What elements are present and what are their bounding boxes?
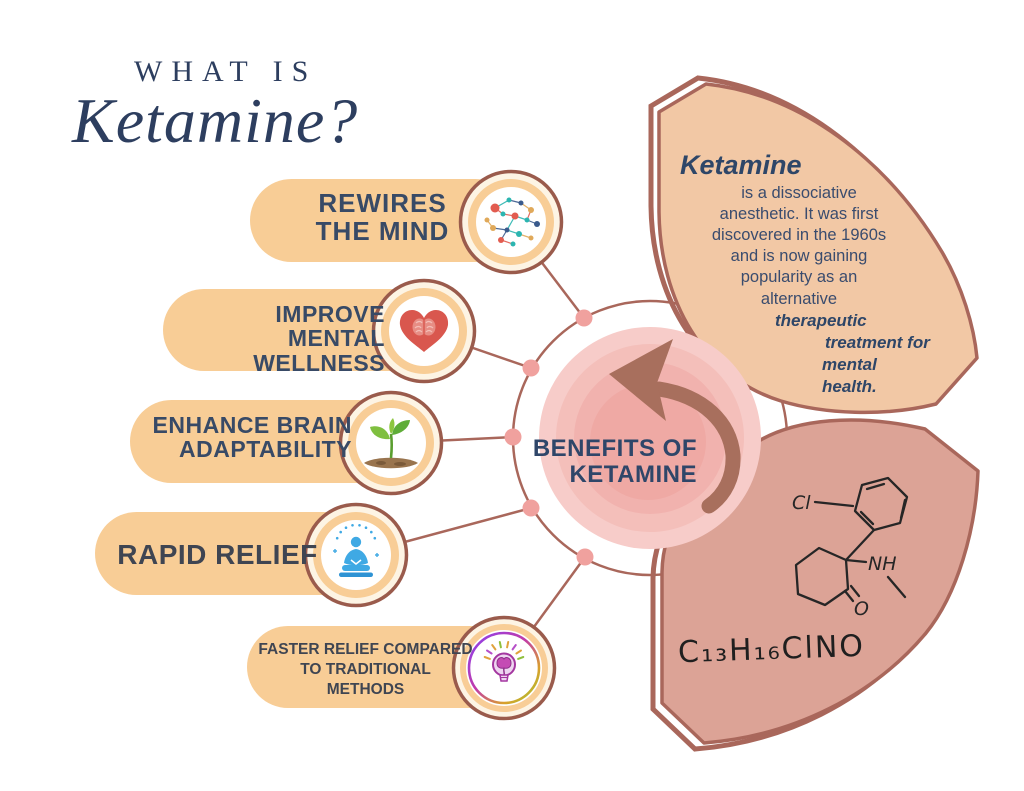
benefit-pill	[95, 512, 365, 595]
about-lead-word: Ketamine	[680, 150, 802, 180]
center-circle	[539, 327, 761, 549]
lightbulb-brain-icon	[451, 615, 557, 721]
benefit-pills	[95, 179, 517, 708]
about-emphasis-line: treatment for	[825, 332, 930, 352]
benefit-pill	[250, 179, 517, 262]
page-title: Ketamine?	[72, 85, 359, 156]
heart-brain-icon	[371, 278, 477, 384]
about-panel-shape	[648, 75, 979, 415]
about-emphasis-line: mental health.	[822, 354, 877, 396]
benefit-label-rapid-relief: RAPID RELIEF	[117, 539, 318, 570]
center-hub-label: BENEFITS OF KETAMINE	[532, 435, 697, 489]
chem-label-o: O	[854, 598, 869, 620]
neural-network-brain-icon	[458, 169, 564, 275]
benefit-label-rewires-the-mind: REWIRES THE MIND	[315, 188, 450, 246]
seedling-icon	[338, 390, 444, 496]
node-dot	[522, 499, 540, 517]
node-dots	[504, 309, 594, 566]
title-kicker: WHAT IS	[134, 55, 318, 88]
benefit-pill	[163, 289, 432, 371]
chemical-formula: C₁₃H₁₆ClNO	[677, 628, 866, 671]
about-panel-text: Ketamine is a dissociative anesthetic. I…	[668, 150, 930, 398]
benefit-label-brain-adaptability: ENHANCE BRAIN ADAPTABILITY	[152, 412, 352, 463]
chemical-structure-drawing: Cl NH O	[792, 476, 909, 620]
meditation-icon	[303, 502, 409, 608]
node-dot	[522, 359, 540, 377]
chem-label-cl: Cl	[792, 492, 811, 514]
benefit-label-faster-relief: FASTER RELIEF COMPARED TO TRADITIONAL ME…	[258, 641, 473, 699]
benefit-pill	[130, 400, 400, 483]
about-emphasis-line: therapeutic	[775, 310, 867, 330]
about-body-text: is a dissociative anesthetic. It was fir…	[711, 184, 887, 308]
node-dot	[575, 309, 593, 327]
node-dot	[504, 428, 522, 446]
curved-arrow-icon	[609, 339, 741, 514]
node-dot	[576, 548, 594, 566]
benefit-pill	[247, 626, 515, 708]
chem-label-nh: NH	[868, 553, 897, 575]
benefit-label-mental-wellness: IMPROVE MENTAL WELLNESS	[253, 301, 385, 376]
